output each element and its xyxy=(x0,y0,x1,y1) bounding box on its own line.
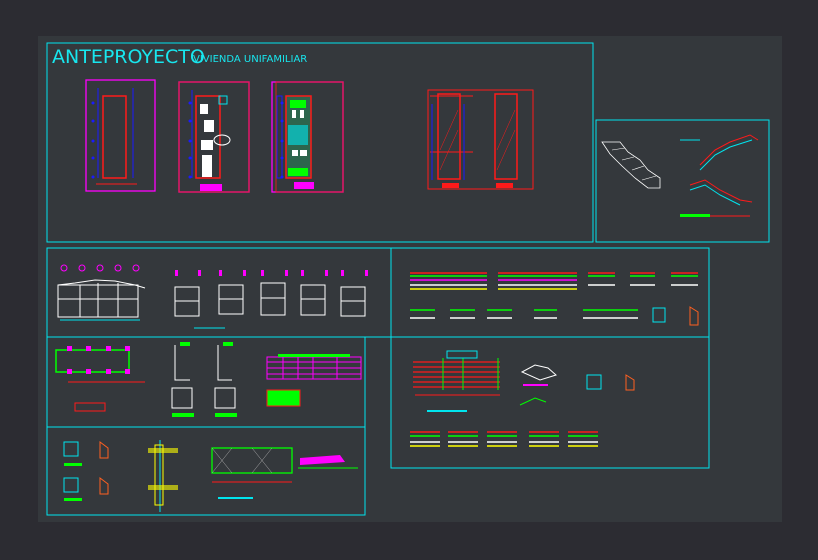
schedule-table xyxy=(266,354,362,380)
beam-detail-group xyxy=(410,272,699,326)
plan-foundation[interactable] xyxy=(85,79,156,192)
panel-beam-details[interactable] xyxy=(390,247,710,338)
sheet-subtitle: VIVIENDA UNIFAMILIAR xyxy=(193,54,307,65)
sheet-title: ANTEPROYECTO xyxy=(52,46,205,68)
panel-stairs[interactable] xyxy=(595,119,770,243)
panel-structural-details[interactable] xyxy=(46,426,366,516)
plan-second-floor[interactable] xyxy=(271,81,344,193)
panel-slab-details[interactable] xyxy=(390,336,710,469)
panel-floor-plans: ANTEPROYECTO VIVIENDA UNIFAMILIAR xyxy=(46,42,594,243)
elevations[interactable] xyxy=(427,89,534,190)
panel-sections[interactable] xyxy=(46,247,392,338)
plan-first-floor[interactable] xyxy=(178,81,250,193)
panel-foundation-details[interactable] xyxy=(46,336,366,428)
sheet-area xyxy=(38,36,782,522)
